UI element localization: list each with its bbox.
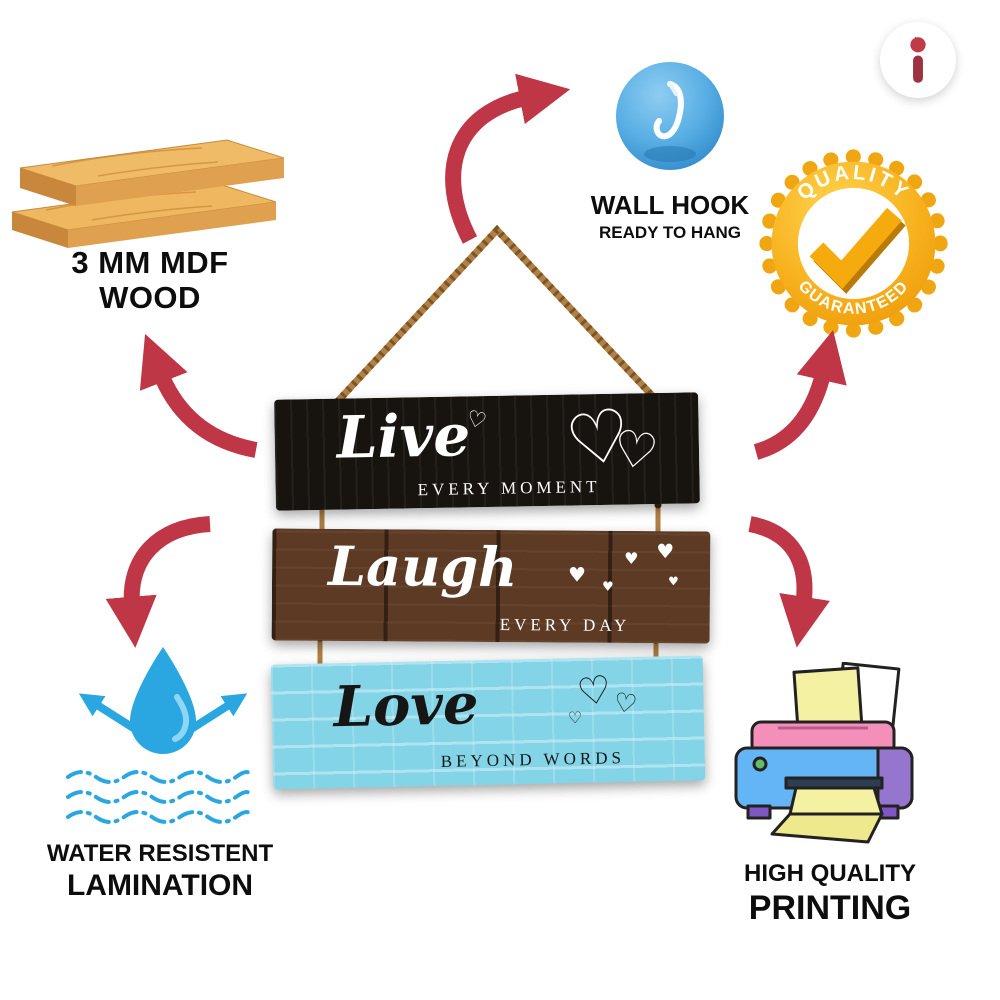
droplet-glyph	[130, 647, 196, 754]
sign-live-subtitle: EVERY MOMENT	[417, 477, 601, 500]
checkmark-icon	[809, 207, 906, 294]
print-line1: HIGH QUALITY	[744, 860, 916, 887]
mdf-line2: WOOD	[99, 279, 201, 315]
water-line1: WATER RESISTENT	[46, 840, 274, 867]
sign-love: Love BEYOND WORDS ♡ ♡ ♡	[270, 655, 706, 790]
mdf-line1: 3 MM MDF	[71, 245, 229, 280]
arrow-to-water-icon	[105, 516, 211, 648]
sign-laugh: Laugh EVERY DAY ♥ ♥ ♥ ♥ ♥	[271, 528, 711, 644]
heart-icon: ♡	[611, 687, 640, 721]
brand-logo-icon	[880, 22, 956, 98]
sign-love-word: Love	[332, 671, 480, 741]
mdf-feature-label: 3 MM MDF WOOD	[0, 245, 300, 315]
sign-laugh-word: Laugh	[327, 533, 518, 600]
hook-feature-label: WALL HOOK READY TO HANG	[560, 190, 780, 243]
wall-hook-icon	[616, 62, 724, 170]
rope-icon	[334, 224, 663, 407]
arrow-to-mdf-icon	[139, 333, 258, 458]
heart-icon: ♥	[667, 574, 679, 589]
quality-badge-icon: QUALITY GUARANTEED	[759, 149, 948, 338]
print-feature-label: HIGH QUALITY PRINTING	[700, 860, 960, 928]
hook-subtitle: READY TO HANG	[598, 223, 741, 242]
sign-live: Live ♡ EVERY MOMENT ♡ ♡	[274, 391, 700, 511]
water-drop-icon	[66, 647, 252, 824]
print-line2: PRINTING	[748, 889, 912, 927]
heart-icon: ♡	[567, 708, 583, 728]
heart-icon: ♡	[464, 406, 489, 436]
hook-glyph	[653, 81, 684, 140]
heart-icon: ♡	[574, 666, 615, 716]
sign-live-word: Live	[336, 401, 471, 472]
sign-laugh-subtitle: EVERY DAY	[499, 615, 631, 635]
arrow-to-printer-icon	[748, 516, 830, 648]
heart-icon: ♥	[656, 539, 675, 564]
heart-icon: ♡	[608, 418, 663, 483]
water-line2: LAMINATION	[66, 869, 254, 902]
hook-title: WALL HOOK	[590, 190, 750, 220]
heart-icon: ♥	[567, 562, 587, 587]
arrow-to-badge-icon	[753, 330, 847, 460]
wood-planks-icon	[11, 139, 285, 248]
heart-icon: ♥	[624, 548, 639, 569]
sign-love-subtitle: BEYOND WORDS	[440, 748, 626, 771]
heart-icon: ♥	[601, 579, 614, 595]
printer-icon	[734, 662, 914, 844]
brand-logo-glyph	[910, 36, 927, 83]
water-feature-label: WATER RESISTENT LAMINATION	[5, 840, 315, 903]
arrow-to-hook-icon	[445, 73, 571, 244]
